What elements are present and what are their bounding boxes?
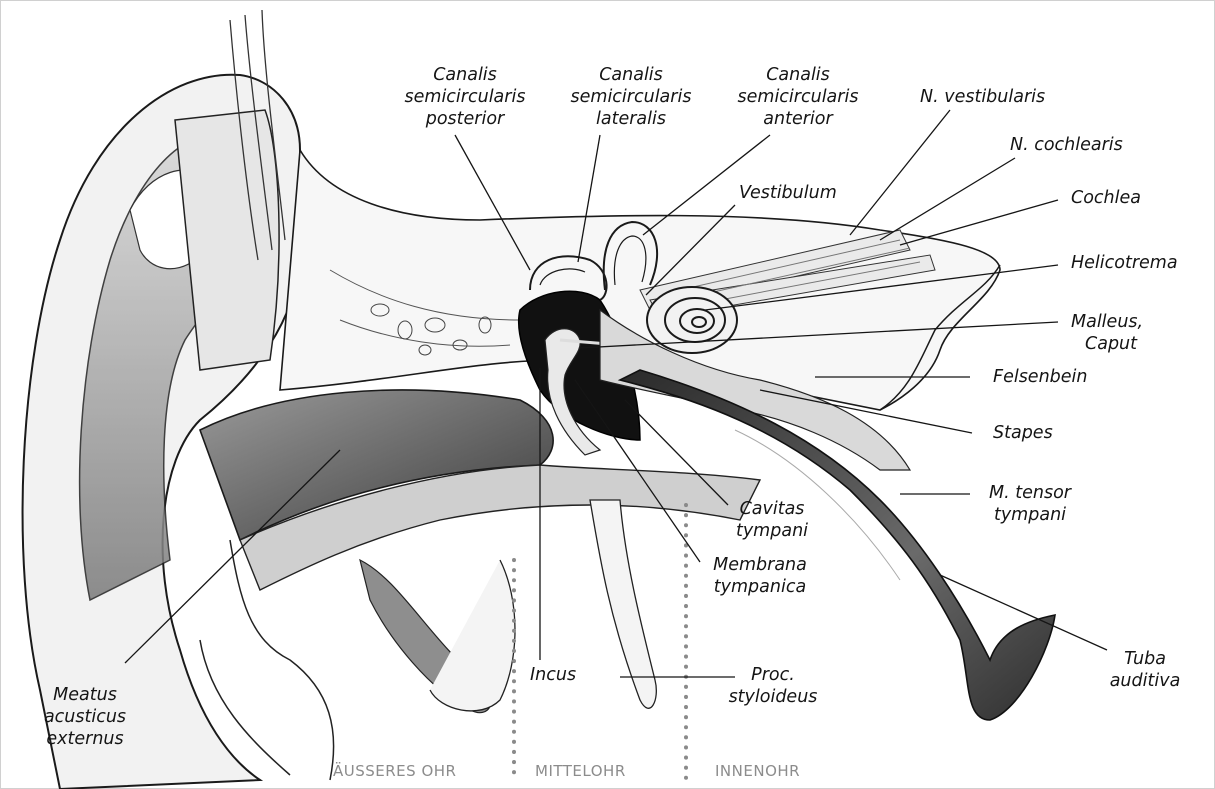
label-line: tympani (722, 520, 822, 542)
label-line: Malleus, (1071, 311, 1143, 333)
label-line: Meatus (30, 684, 140, 706)
label-line: Cochlea (1071, 187, 1141, 209)
label-proc-styloideus: Proc. styloideus (718, 664, 828, 708)
label-line: Vestibulum (739, 182, 837, 204)
section-text: ÄUSSERES OHR (333, 762, 456, 780)
label-line: externus (30, 728, 140, 750)
section-text: MITTELOHR (535, 762, 626, 780)
auricle-drawing (23, 10, 334, 789)
label-line: Helicotrema (1071, 252, 1178, 274)
label-canalis-anterior: Canalis semicircularis anterior (733, 64, 863, 130)
label-line: M. tensor (975, 482, 1085, 504)
label-line: acusticus (30, 706, 140, 728)
label-malleus-caput: Malleus, Caput (1071, 311, 1143, 355)
label-line: Proc. (718, 664, 828, 686)
label-line: Stapes (993, 422, 1053, 444)
label-line: posterior (400, 108, 530, 130)
label-membrana-tympanica: Membrana tympanica (700, 554, 820, 598)
label-felsenbein: Felsenbein (993, 366, 1088, 388)
label-line: auditiva (1100, 670, 1190, 692)
label-n-cochlearis: N. cochlearis (1010, 134, 1123, 156)
section-inner-ear: INNENOHR (715, 762, 800, 780)
label-line: semicircularis (566, 86, 696, 108)
label-m-tensor-tympani: M. tensor tympani (975, 482, 1085, 526)
label-line: semicircularis (733, 86, 863, 108)
label-line: N. vestibularis (920, 86, 1045, 108)
label-line: tympani (975, 504, 1085, 526)
label-line: semicircularis (400, 86, 530, 108)
section-middle-ear: MITTELOHR (535, 762, 626, 780)
label-line: Membrana (700, 554, 820, 576)
label-tuba-auditiva: Tuba auditiva (1100, 648, 1190, 692)
label-vestibulum: Vestibulum (739, 182, 837, 204)
label-line: lateralis (566, 108, 696, 130)
label-canalis-lateralis: Canalis semicircularis lateralis (566, 64, 696, 130)
label-line: Tuba (1100, 648, 1190, 670)
label-line: N. cochlearis (1010, 134, 1123, 156)
section-outer-ear: ÄUSSERES OHR (333, 762, 456, 780)
label-line: Canalis (733, 64, 863, 86)
label-line: tympanica (700, 576, 820, 598)
label-line: Caput (1071, 333, 1143, 355)
label-meatus-acusticus-externus: Meatus acusticus externus (30, 684, 140, 750)
label-cavitas-tympani: Cavitas tympani (722, 498, 822, 542)
label-line: Cavitas (722, 498, 822, 520)
label-line: styloideus (718, 686, 828, 708)
label-line: Canalis (566, 64, 696, 86)
section-text: INNENOHR (715, 762, 800, 780)
label-helicotrema: Helicotrema (1071, 252, 1178, 274)
label-n-vestibularis: N. vestibularis (920, 86, 1045, 108)
label-stapes: Stapes (993, 422, 1053, 444)
label-line: anterior (733, 108, 863, 130)
label-canalis-posterior: Canalis semicircularis posterior (400, 64, 530, 130)
label-line: Canalis (400, 64, 530, 86)
label-incus: Incus (530, 664, 576, 686)
label-line: Incus (530, 664, 576, 686)
label-cochlea: Cochlea (1071, 187, 1141, 209)
label-line: Felsenbein (993, 366, 1088, 388)
